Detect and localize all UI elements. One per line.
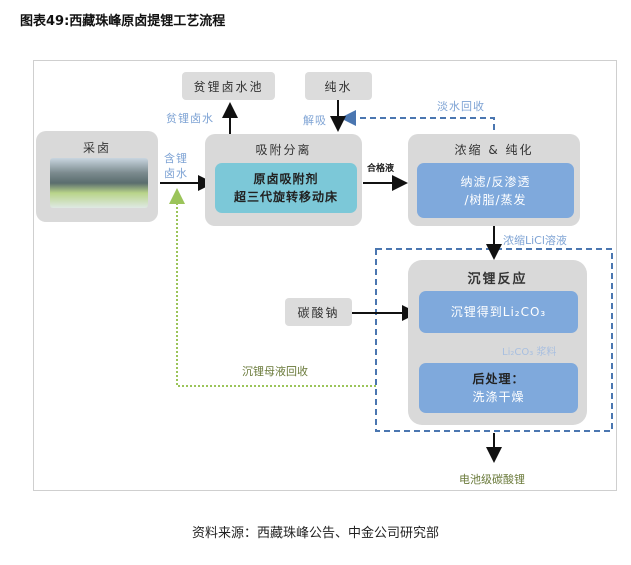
desorption-label: 解吸 — [303, 114, 327, 127]
lean-brine-pool-box: 贫锂卤水池 — [182, 72, 275, 100]
membrane-line1: 纳滤/反渗透 — [460, 174, 531, 189]
brine-collection-box: 采卤 — [36, 131, 158, 222]
concentration-header: 浓缩 & 纯化 — [454, 143, 534, 157]
adsorption-header: 吸附分离 — [255, 143, 312, 157]
concentration-box: 浓缩 & 纯化 纳滤/反渗透 /树脂/蒸发 — [408, 134, 580, 226]
slurry-label: Li₂CO₃ 浆料 — [502, 347, 557, 358]
li-brine-label-1: 含锂 — [164, 152, 188, 165]
adsorbent-line2: 超三代旋转移动床 — [233, 190, 338, 204]
licl-solution-label: 浓缩LiCl溶液 — [503, 234, 567, 247]
adsorbent-step: 原卤吸附剂 超三代旋转移动床 — [215, 163, 357, 213]
product-label: 电池级碳酸锂 — [459, 473, 525, 486]
salt-lake-photo — [50, 158, 148, 208]
diagram-frame — [33, 60, 617, 491]
li-brine-label-2: 卤水 — [164, 167, 188, 180]
post-treatment-title: 后处理： — [472, 372, 525, 386]
figure-title: 图表49:西藏珠峰原卤提锂工艺流程 — [20, 14, 226, 29]
post-treatment-step: 后处理： 洗涤干燥 — [419, 363, 578, 413]
pure-water-box: 纯水 — [305, 72, 372, 100]
post-treatment-text: 洗涤干燥 — [472, 390, 525, 404]
membrane-line2: /树脂/蒸发 — [464, 192, 527, 207]
qualified-liquid-label: 合格液 — [367, 164, 395, 174]
precipitation-step: 沉锂得到Li₂CO₃ — [419, 291, 578, 333]
adsorbent-line1: 原卤吸附剂 — [253, 172, 319, 186]
source-note: 资料来源：西藏珠峰公告、中金公司研究部 — [191, 526, 439, 541]
brine-collection-label: 采卤 — [82, 141, 111, 155]
precipitation-dashed-boundary — [375, 248, 613, 432]
precipitation-box: 沉锂反应 沉锂得到Li₂CO₃ 后处理： 洗涤干燥 — [408, 260, 587, 425]
mother-liquor-recycle-line — [169, 188, 376, 387]
adsorption-box: 吸附分离 原卤吸附剂 超三代旋转移动床 — [205, 134, 362, 226]
precipitation-header: 沉锂反应 — [467, 272, 528, 287]
soda-ash-box: 碳酸钠 — [285, 298, 352, 326]
lean-brine-label: 贫锂卤水 — [166, 112, 214, 125]
membrane-step: 纳滤/反渗透 /树脂/蒸发 — [417, 163, 574, 218]
precipitation-step-label: 沉锂得到Li₂CO₃ — [450, 305, 547, 319]
fresh-water-recycle-line — [340, 110, 495, 140]
mother-liquor-label: 沉锂母液回收 — [242, 365, 308, 378]
fresh-water-recovery-label: 淡水回收 — [437, 100, 485, 113]
